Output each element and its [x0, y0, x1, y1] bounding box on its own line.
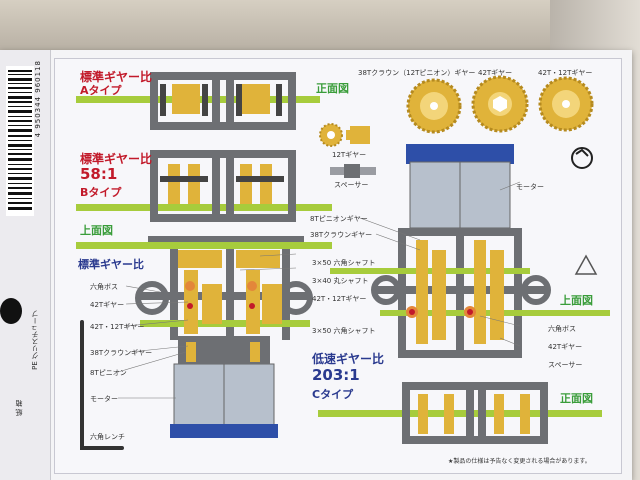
recycle-icon [571, 147, 593, 169]
gear-12t-label: 12Tギヤー [332, 151, 367, 159]
crown-38t-label: 38Tクラウンギヤー [310, 231, 373, 239]
warning-icon [574, 254, 598, 275]
pinion-8t-label: 8Tピニオンギヤー [310, 215, 368, 223]
hex-wrench-label: 六角レンチ [90, 433, 125, 441]
hex-wrench-icon [80, 320, 124, 450]
low-ratio-label: 低速ギヤー比 [312, 352, 385, 366]
motor-label-right: モーター [516, 183, 544, 191]
type-a-label: Aタイプ [80, 84, 122, 97]
spacer-right-label: スペーサー [548, 361, 583, 369]
top-view-left-label: 上面図 [80, 224, 113, 237]
barcode-icon [6, 66, 34, 216]
type-a-front-view [76, 72, 320, 130]
gear-42-12t-mid-label: 42T・12Tギヤー [312, 295, 367, 303]
spare-gears [319, 75, 594, 178]
gear-42-12t-top-label: 42T・12Tギヤー [538, 69, 593, 77]
right-top-view [330, 144, 610, 358]
pinion-8t-left-label: 8Tピニオン [90, 369, 127, 377]
top-view-right-label: 上面図 [560, 294, 593, 307]
left-top-view [76, 236, 332, 438]
front-view-label-2: 正面図 [560, 392, 593, 405]
std-ratio-b-label: 標準ギヤー比 [80, 152, 153, 166]
type-b-label: Bタイプ [80, 186, 122, 199]
gear-42t-label: 42Tギヤー [478, 69, 513, 77]
shaft-3x50-label: 3×50 六角シャフト [312, 259, 376, 267]
footnote: ★製品の仕様は予告なく変更される場合があります。 [448, 458, 591, 465]
ratio-58-label: 58:1 [80, 165, 118, 183]
ratio-203-label: 203:1 [312, 366, 360, 384]
front-view-label-1: 正面図 [316, 82, 349, 95]
crown-pinion-gear-label: 38Tクラウン（12Tピニオン）ギヤー [358, 69, 476, 77]
shaft-3x50-b-label: 3×50 六角シャフト [312, 327, 376, 335]
type-b-front-view [76, 150, 332, 222]
hex-boss-left-label: 六角ボス [90, 283, 118, 291]
type-c-front-view [318, 382, 602, 444]
spacer-label: スペーサー [334, 181, 369, 189]
gear-42-12t-left-label: 42T・12Tギヤー [90, 323, 145, 331]
crown-38t-left-label: 38Tクラウンギヤー [90, 349, 153, 357]
gear-42t-left-label: 42Tギヤー [90, 301, 125, 309]
shaft-3x40-label: 3×40 丸シャフト [312, 277, 369, 285]
motor-left-label: モーター [90, 395, 118, 403]
std-ratio-c-label: 標準ギヤー比 [78, 258, 144, 271]
std-ratio-a-label: 標準ギヤー比 [80, 70, 153, 84]
hang-hole [0, 298, 22, 324]
hex-boss-right-label: 六角ボス [548, 325, 576, 333]
type-c-label: Cタイプ [312, 388, 354, 401]
gear-42t-right-label: 42Tギヤー [548, 343, 583, 351]
